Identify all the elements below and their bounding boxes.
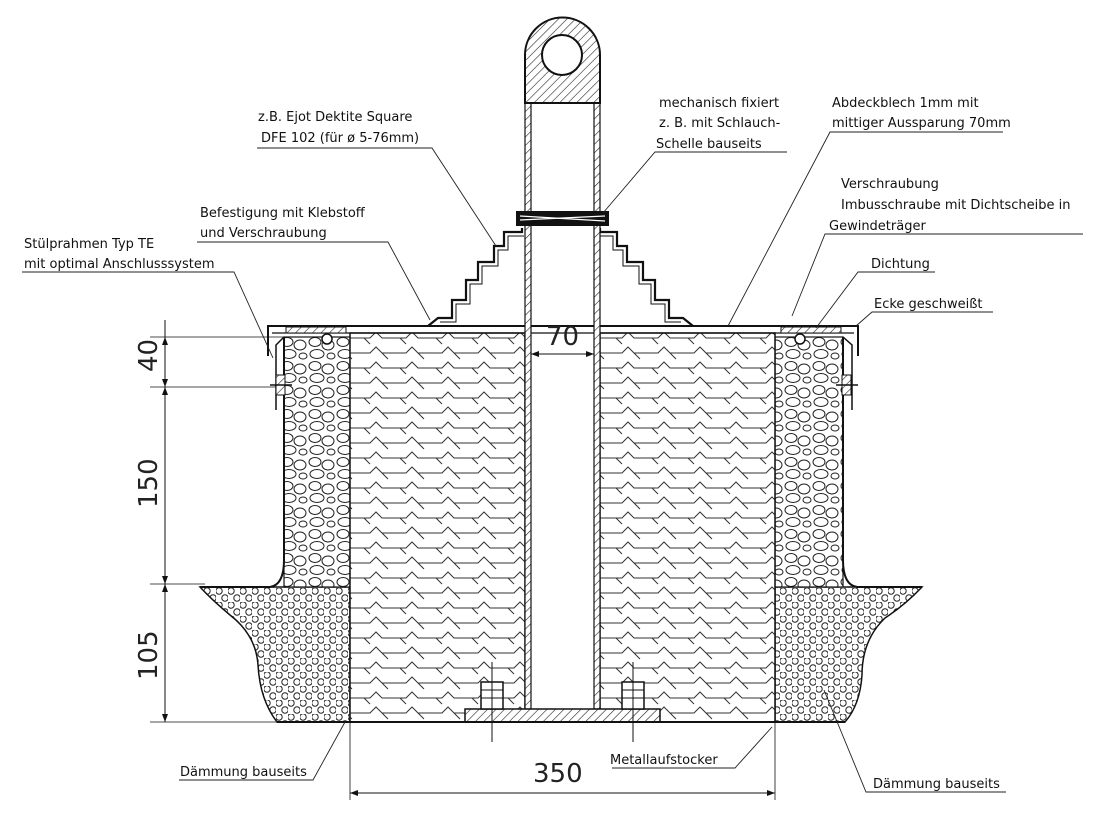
dektite-flashing-right [598, 228, 694, 327]
label-mech-1: mechanisch fixiert [659, 96, 779, 111]
gravel-right [774, 336, 844, 588]
dimension-70: 70 [531, 322, 594, 357]
leader-stulp [22, 271, 274, 359]
insulation-block-right [599, 332, 776, 723]
label-daemmung-right: Dämmung bauseits [873, 777, 1000, 792]
gravel-left [283, 336, 351, 588]
seal-right [780, 326, 842, 334]
insulation-right [774, 586, 924, 723]
label-abdeck-1: Abdeckblech 1mm mit [832, 96, 979, 111]
dektite-flashing-left [427, 228, 524, 327]
label-ejot-1: z.B. Ejot Dektite Square [258, 110, 412, 125]
screw-head-right [794, 333, 806, 345]
post-wall-left [524, 102, 532, 710]
label-verschr-1: Verschraubung [841, 177, 939, 192]
leader-befest [197, 241, 431, 321]
cover-plate [267, 325, 859, 356]
leader-mech [602, 151, 787, 214]
leader-ecke [855, 311, 993, 327]
label-abdeck-2: mittiger Aussparung 70mm [832, 116, 1011, 131]
frame-lip-left [275, 336, 285, 410]
leader-ejot [257, 147, 497, 247]
frame-lip-right [842, 336, 853, 410]
label-ecke: Ecke geschweißt [874, 297, 983, 312]
leader-abdeck [727, 131, 1003, 327]
base-plate [464, 708, 661, 723]
label-stulp-2: mit optimal Anschlusssystem [24, 257, 214, 272]
eyelet-hole [541, 34, 583, 76]
label-mech-3: Schelle bauseits [656, 137, 762, 152]
leader-metall [612, 726, 773, 769]
dimension-70-label: 70 [546, 322, 579, 352]
side-screw-left [270, 374, 292, 396]
label-mech-2: z. B. mit Schlauch- [659, 116, 781, 131]
label-daemmung-left: Dämmung bauseits [180, 765, 307, 780]
label-verschr-2: Imbusschraube mit Dichtscheibe in [841, 198, 1070, 213]
insulation-left [198, 586, 351, 723]
dimension-chain-left [150, 320, 284, 723]
screw-head-left [321, 333, 333, 345]
dimension-105-label: 105 [134, 630, 164, 680]
leader-daemmung-left [179, 721, 346, 781]
dektite-flashing-right-inner [600, 235, 681, 323]
label-metall: Metallaufstocker [610, 753, 718, 768]
label-ejot-2: DFE 102 (für ø 5-76mm) [261, 131, 419, 146]
leader-verschr [791, 233, 1083, 317]
dektite-flashing-left-inner [440, 235, 524, 323]
anchor-bolt-left [480, 662, 504, 742]
dimension-350-label: 350 [533, 759, 583, 789]
side-screw-right [836, 374, 858, 396]
label-stulp-1: Stülprahmen Typ TE [24, 237, 154, 252]
label-verschr-3: Gewindeträger [829, 219, 926, 234]
dimension-350: 350 [349, 722, 776, 800]
label-befest-2: und Verschraubung [200, 226, 327, 241]
dimension-40-label: 40 [134, 339, 164, 372]
frame-right [842, 337, 922, 588]
frame-left [200, 337, 285, 588]
label-befest-1: Befestigung mit Klebstoff [200, 206, 366, 221]
label-dichtung: Dichtung [871, 257, 930, 272]
seal-left [285, 326, 347, 334]
leader-daemmung-right [823, 689, 1006, 793]
anchor-bolt-right [621, 662, 645, 742]
dimension-150-label: 150 [134, 458, 164, 508]
post-wall-right [593, 102, 601, 710]
leader-dichtung [815, 271, 935, 329]
insulation-block-left [349, 332, 526, 723]
